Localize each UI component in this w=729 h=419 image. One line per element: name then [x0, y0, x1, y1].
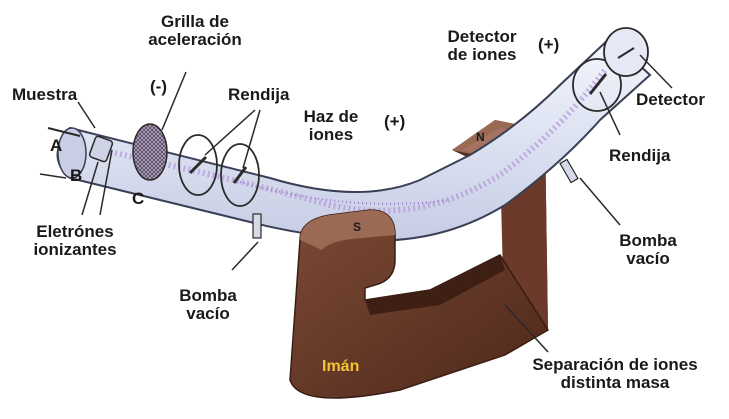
label-separacion-line1: Separación de iones: [510, 356, 720, 374]
label-a: A: [50, 137, 62, 155]
label-electrones-line1: Eletrónes: [20, 223, 130, 241]
label-bomba-left: Bomba vacío: [168, 287, 248, 323]
label-electrones: Eletrónes ionizantes: [20, 223, 130, 259]
label-separacion: Separación de iones distinta masa: [510, 356, 720, 392]
label-bomba-right-line1: Bomba: [608, 232, 688, 250]
label-plus-mid: (+): [384, 113, 405, 131]
label-rendija-right: Rendija: [609, 147, 670, 165]
label-grilla-line1: Grilla de: [140, 13, 250, 31]
label-separacion-line2: distinta masa: [510, 374, 720, 392]
label-s-pole: S: [353, 218, 361, 236]
acceleration-grid: [133, 124, 167, 180]
label-plus-top: (+): [538, 36, 559, 54]
label-electrones-line2: ionizantes: [20, 241, 130, 259]
label-n-pole: N: [476, 128, 485, 146]
label-iman: Imán: [322, 358, 359, 376]
label-haz-line2: iones: [296, 126, 366, 144]
label-grilla-line2: aceleración: [140, 31, 250, 49]
label-b: B: [70, 167, 82, 185]
label-bomba-right-line2: vacío: [608, 250, 688, 268]
label-bomba-right: Bomba vacío: [608, 232, 688, 268]
label-detector: Detector: [636, 91, 705, 109]
label-c: C: [132, 190, 144, 208]
label-haz: Haz de iones: [296, 108, 366, 144]
label-rendija-left: Rendija: [228, 86, 289, 104]
label-detector-iones-line1: Detector: [432, 28, 532, 46]
label-minus: (-): [150, 78, 167, 96]
label-grilla: Grilla de aceleración: [140, 13, 250, 49]
label-bomba-left-line2: vacío: [168, 305, 248, 323]
label-detector-iones: Detector de iones: [432, 28, 532, 64]
label-detector-iones-line2: de iones: [432, 46, 532, 64]
label-haz-line1: Haz de: [296, 108, 366, 126]
label-muestra: Muestra: [12, 86, 77, 104]
label-bomba-left-line1: Bomba: [168, 287, 248, 305]
